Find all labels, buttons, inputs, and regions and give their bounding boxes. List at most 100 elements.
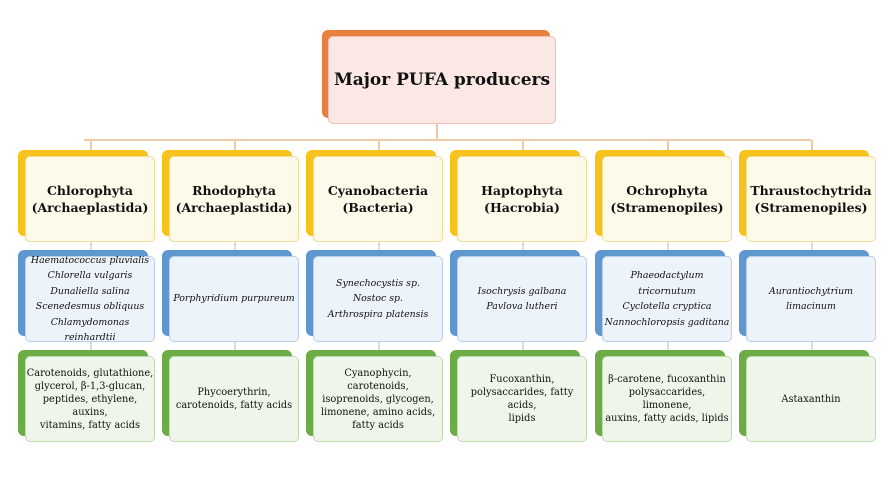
connector-drop <box>90 140 92 154</box>
products-box: Fucoxanthin, polysaccarides, fatty acids,… <box>457 356 587 442</box>
products-text: Phycoerythrin, carotenoids, fatty acids <box>176 386 292 412</box>
group-name: Rhodophyta <box>192 183 276 198</box>
connector-vertical <box>811 338 813 352</box>
species-name: Nannochloropsis gaditana <box>604 316 730 328</box>
product-line: vitamins, fatty acids <box>39 419 141 431</box>
group-text: Chlorophyta(Archaeplastida) <box>32 182 149 216</box>
products-box: β-carotene, fucoxanthin polysaccarides, l… <box>602 356 732 442</box>
title-box: Major PUFA producers <box>328 36 556 124</box>
group-box: Ochrophyta (Stramenopiles) <box>602 156 732 242</box>
species-box: Aurantiochytrium limacinum <box>746 256 876 342</box>
connector-vertical <box>522 238 524 252</box>
product-line: Cyanophycin, carotenoids, <box>344 367 412 392</box>
species-name: Haematococcus pluvialis <box>30 254 150 266</box>
diagram-title: Major PUFA producers <box>333 70 551 90</box>
product-line: glycerol, β-1,3-glucan, <box>34 380 146 392</box>
species-name: Aurantiochytrium <box>768 285 854 297</box>
group-text: Rhodophyta (Archaeplastida) <box>176 182 293 216</box>
group-box: Chlorophyta(Archaeplastida) <box>25 156 155 242</box>
species-box: Porphyridium purpureum <box>169 256 299 342</box>
species-name: Synechocystis sp. <box>336 277 420 289</box>
species-name: Chlamydomonas reinhardtii <box>50 316 130 344</box>
product-line: β-carotene, fucoxanthin <box>608 374 726 385</box>
products-box: Phycoerythrin, carotenoids, fatty acids <box>169 356 299 442</box>
species-name: Cyclotella cryptica <box>622 301 712 312</box>
product-line: isoprenoids, glycogen, <box>322 393 434 405</box>
connector-vertical <box>378 238 380 252</box>
connector-vertical <box>811 238 813 252</box>
connector-vertical <box>234 338 236 352</box>
product-line: carotenoids, fatty acids <box>175 400 293 411</box>
products-text: β-carotene, fucoxanthin polysaccarides, l… <box>603 373 731 425</box>
group-text: Cyanobacteria (Bacteria) <box>328 182 428 216</box>
group-clade: (Bacteria) <box>342 200 414 215</box>
species-name: Pavlova lutheri <box>486 301 558 312</box>
connector-drop <box>378 140 380 154</box>
species-name: Scenedesmus obliquus <box>35 301 145 312</box>
products-box: Cyanophycin, carotenoids,isoprenoids, gl… <box>313 356 443 442</box>
species-name: Dunaliella salina <box>50 285 130 297</box>
product-line: lipids <box>508 413 536 424</box>
group-box: Cyanobacteria (Bacteria) <box>313 156 443 242</box>
group-clade: (Stramenopiles) <box>754 200 868 215</box>
products-text: Cyanophycin, carotenoids,isoprenoids, gl… <box>314 367 442 432</box>
group-clade: (Stramenopiles) <box>610 200 724 215</box>
products-text: Astaxanthin <box>781 393 840 406</box>
connector-vertical <box>667 238 669 252</box>
connector-drop <box>522 140 524 154</box>
product-line: Phycoerythrin, <box>197 387 271 398</box>
species-text: Aurantiochytrium limacinum <box>769 284 853 315</box>
species-name: Phaeodactylum tricornutum <box>630 270 704 297</box>
product-line: auxins, fatty acids, lipids <box>605 413 729 424</box>
product-line: peptides, ethylene, auxins, <box>42 393 138 418</box>
products-text: Carotenoids, glutathione,glycerol, β-1,3… <box>26 367 154 432</box>
group-name: Haptophyta <box>481 183 563 198</box>
group-clade: (Hacrobia) <box>484 200 560 215</box>
species-name: Arthrospira platensis <box>327 308 429 320</box>
product-line: Fucoxanthin, <box>489 374 555 385</box>
group-name: Ochrophyta <box>626 183 708 198</box>
product-line: polysaccarides, limonene, <box>628 387 706 411</box>
species-text: Porphyridium purpureum <box>173 291 294 307</box>
connector-vertical <box>378 338 380 352</box>
connector-drop <box>667 140 669 154</box>
group-text: Thraustochytrida (Stramenopiles) <box>750 182 871 216</box>
product-line: limonene, amino acids, <box>320 406 436 418</box>
group-box: Rhodophyta (Archaeplastida) <box>169 156 299 242</box>
species-text: Synechocystis sp. Nostoc sp. Arthrospira p… <box>328 276 429 323</box>
group-text: Haptophyta (Hacrobia) <box>481 182 563 216</box>
connector-title-down <box>436 124 438 140</box>
species-name: limacinum <box>786 301 836 312</box>
group-clade: (Archaeplastida) <box>175 200 293 215</box>
species-name: Nostoc sp. <box>352 293 404 305</box>
group-box: Thraustochytrida (Stramenopiles) <box>746 156 876 242</box>
products-box: Carotenoids, glutathione,glycerol, β-1,3… <box>25 356 155 442</box>
products-box: Astaxanthin <box>746 356 876 442</box>
group-name: Cyanobacteria <box>327 183 429 198</box>
product-line: Astaxanthin <box>781 393 841 405</box>
products-text: Fucoxanthin, polysaccarides, fatty acids,… <box>458 373 586 425</box>
product-line: fatty acids <box>352 419 404 431</box>
group-text: Ochrophyta (Stramenopiles) <box>610 182 723 216</box>
species-name: Porphyridium purpureum <box>173 293 295 305</box>
product-line: polysaccarides, fatty acids, <box>470 387 574 411</box>
connector-horizontal <box>84 139 811 141</box>
species-name: Chlorella vulgaris <box>47 270 133 281</box>
connector-vertical <box>234 238 236 252</box>
group-clade: (Archaeplastida) <box>31 200 149 215</box>
species-box: Synechocystis sp. Nostoc sp. Arthrospira p… <box>313 256 443 342</box>
connector-vertical <box>667 338 669 352</box>
connector-drop <box>811 140 813 154</box>
connector-drop <box>234 140 236 154</box>
group-box: Haptophyta (Hacrobia) <box>457 156 587 242</box>
species-name: Isochrysis galbana <box>477 285 567 297</box>
connector-vertical <box>522 338 524 352</box>
connector-vertical <box>90 238 92 252</box>
group-name: Thraustochytrida <box>750 183 872 198</box>
